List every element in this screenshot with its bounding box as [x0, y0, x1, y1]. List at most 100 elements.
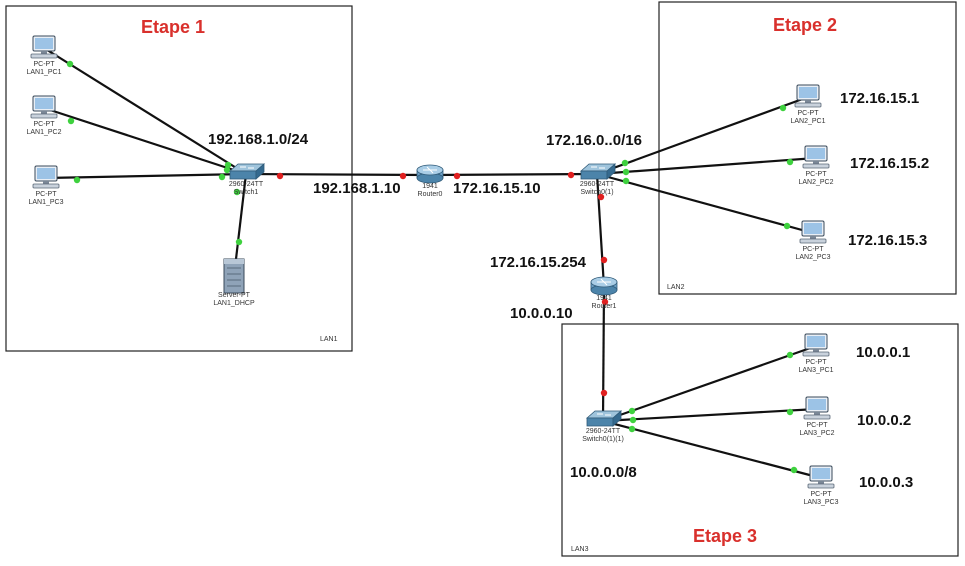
- port-up-dot: [621, 159, 629, 167]
- link-switch0_1-lan2_pc2[interactable]: [596, 156, 817, 176]
- ip-label-lan3_pc2_ip: 10.0.0.2: [857, 412, 911, 429]
- port-up-dot: [622, 177, 630, 185]
- link-switch0_1_1-lan3_pc2[interactable]: [602, 407, 818, 423]
- device-name-label: LAN3_PC1: [798, 367, 833, 374]
- device-name-label: LAN3_PC3: [803, 499, 838, 506]
- device-name-label: Switch0(1): [580, 189, 613, 196]
- port-up-dot: [629, 416, 637, 424]
- port-down-dot: [597, 193, 605, 201]
- port-up-dot: [73, 176, 81, 184]
- device-name-label: LAN1_PC2: [26, 129, 61, 136]
- device-name-label: Switch1: [234, 189, 259, 196]
- ip-label-net_lan1: 192.168.1.0/24: [208, 131, 309, 148]
- link-switch0_1-lan2_pc1[interactable]: [596, 95, 809, 176]
- router-icon: [416, 164, 444, 184]
- link-switch0_1_1-lan3_pc1[interactable]: [602, 344, 817, 423]
- links-layer: [43, 47, 822, 480]
- link-lan1_pc2-switch1[interactable]: [43, 106, 247, 176]
- port-up-dot: [67, 117, 75, 125]
- ip-label-lan3_pc1_ip: 10.0.0.1: [856, 344, 910, 361]
- zone-name-label: LAN2: [667, 284, 685, 291]
- port-up-dot: [224, 161, 232, 169]
- ip-label-r1_lan3: 10.0.0.10: [510, 305, 573, 322]
- device-model-label: 1941: [422, 183, 438, 190]
- port-up-dot: [779, 104, 787, 112]
- port-up-dot: [786, 408, 794, 416]
- link-lan1_pc3-switch1[interactable]: [45, 172, 247, 180]
- link-switch0_1-lan2_pc3[interactable]: [596, 172, 814, 235]
- zone-box: [658, 1, 957, 295]
- device-name-label: Router1: [592, 303, 617, 310]
- device-name-label: LAN1_PC1: [26, 69, 61, 76]
- port-down-dot: [567, 171, 575, 179]
- device-model-label: 1941: [596, 295, 612, 302]
- port-up-dot: [628, 407, 636, 415]
- port-up-dot: [790, 466, 798, 474]
- device-model-label: PC-PT: [36, 191, 58, 198]
- pc-icon: [807, 465, 835, 489]
- pc-icon: [32, 165, 60, 189]
- device-model-label: PC-PT: [806, 359, 828, 366]
- port-up-dot: [786, 158, 794, 166]
- device-model-label: Server-PT: [218, 292, 251, 299]
- port-down-dot: [601, 298, 609, 306]
- router-icon: [590, 276, 618, 296]
- devices-layer: PC-PTLAN1_PC1PC-PTLAN1_PC2PC-PTLAN1_PC32…: [26, 35, 839, 506]
- ports-layer: [66, 60, 798, 474]
- port-up-dot: [218, 173, 226, 181]
- port-up-dot: [233, 188, 241, 196]
- device-model-label: 2960-24TT: [580, 181, 615, 188]
- port-up-dot: [235, 238, 243, 246]
- ip-label-lan2_pc3_ip: 172.16.15.3: [848, 232, 927, 249]
- link-lan1_pc1-switch1[interactable]: [43, 47, 247, 175]
- port-down-dot: [276, 172, 284, 180]
- device-model-label: PC-PT: [806, 171, 828, 178]
- port-down-dot: [600, 256, 608, 264]
- port-down-dot: [453, 172, 461, 180]
- device-model-label: PC-PT: [811, 491, 833, 498]
- device-name-label: LAN1_PC3: [28, 199, 63, 206]
- link-switch0_1_1-lan3_pc3[interactable]: [602, 419, 822, 480]
- port-up-dot: [783, 222, 791, 230]
- ip-label-lan2_pc2_ip: 172.16.15.2: [850, 155, 929, 172]
- link-switch1-router0[interactable]: [245, 172, 431, 177]
- device-name-label: LAN1_DHCP: [213, 300, 255, 307]
- device-name-label: LAN2_PC1: [790, 118, 825, 125]
- link-router1-switch0_1_1[interactable]: [601, 286, 606, 422]
- link-switch0_1-router1[interactable]: [595, 173, 606, 288]
- zone-name-label: LAN1: [320, 336, 338, 343]
- pc-icon: [794, 84, 822, 108]
- pc-icon: [30, 95, 58, 119]
- ip-label-lan2_pc1_ip: 172.16.15.1: [840, 90, 919, 107]
- device-model-label: PC-PT: [803, 246, 825, 253]
- device-model-label: PC-PT: [798, 110, 820, 117]
- port-up-dot: [628, 425, 636, 433]
- zone-box: [561, 323, 959, 557]
- ip-label-r1_lan2: 172.16.15.254: [490, 254, 587, 271]
- pc-icon: [30, 35, 58, 59]
- device-model-label: PC-PT: [807, 422, 829, 429]
- device-name-label: LAN2_PC2: [798, 179, 833, 186]
- device-model-label: PC-PT: [34, 61, 56, 68]
- ip-label-r0_wan: 172.16.15.10: [453, 180, 541, 197]
